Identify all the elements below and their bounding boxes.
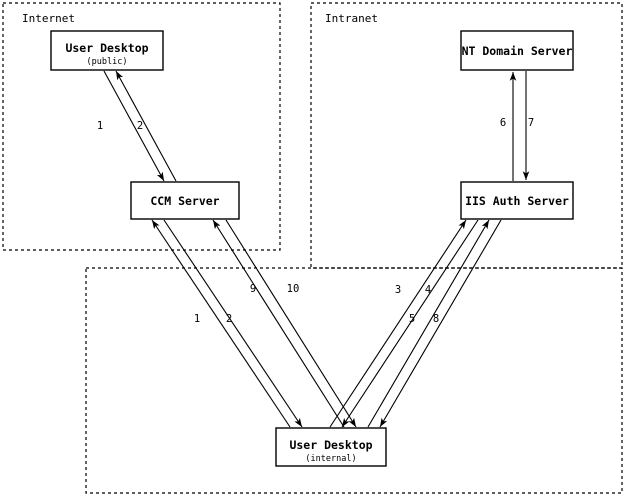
zone-intranet-label: Intranet — [325, 12, 378, 25]
step-label-9: 9 — [250, 283, 256, 295]
flow-line-5-internal-to-iis — [367, 219, 490, 428]
step-label-4: 4 — [425, 284, 431, 296]
node-user-desktop-internal-subtitle: (internal) — [305, 454, 356, 464]
node-user-desktop-public-box[interactable] — [50, 30, 164, 71]
zone-internal-border — [85, 267, 623, 494]
flow-line-2-ccm-to-internal — [163, 219, 303, 428]
step-label-2-internal: 2 — [226, 313, 232, 325]
flow-line-10-ccm-to-internal — [225, 219, 357, 428]
node-ccm-server-box[interactable] — [130, 181, 240, 220]
step-label-6: 6 — [500, 117, 506, 129]
zone-internal — [85, 267, 623, 494]
node-user-desktop-public-subtitle: (public) — [87, 57, 128, 67]
flow-line-1-internal-to-ccm — [151, 219, 291, 428]
step-label-7: 7 — [528, 117, 534, 129]
flow-line-9-internal-to-ccm — [212, 219, 345, 428]
step-label-5: 5 — [409, 313, 415, 325]
zone-internet: Internet — [2, 2, 281, 251]
node-user-desktop-public[interactable]: User Desktop (public) — [50, 30, 164, 71]
node-iis-auth-server-title: IIS Auth Server — [465, 194, 569, 208]
flow-line-8-iis-to-internal — [379, 219, 502, 428]
step-label-2-public: 2 — [137, 120, 143, 132]
node-iis-auth-server-box[interactable] — [460, 181, 574, 220]
step-label-1-internal: 1 — [194, 313, 200, 325]
node-ccm-server[interactable]: CCM Server — [130, 181, 240, 220]
node-nt-domain-server-title: NT Domain Server — [462, 44, 573, 58]
node-user-desktop-public-title: User Desktop — [65, 41, 148, 55]
flow-line-1-public-to-ccm — [103, 70, 165, 182]
node-user-desktop-internal[interactable]: User Desktop (internal) — [275, 427, 387, 467]
node-nt-domain-server[interactable]: NT Domain Server — [460, 30, 574, 71]
zone-intranet: Intranet — [310, 2, 623, 269]
step-label-1-public: 1 — [97, 120, 103, 132]
node-user-desktop-internal-title: User Desktop — [289, 438, 372, 452]
step-label-8: 8 — [433, 313, 439, 325]
flow-line-2-ccm-to-public — [115, 70, 177, 182]
node-iis-auth-server[interactable]: IIS Auth Server — [460, 181, 574, 220]
node-user-desktop-internal-box[interactable] — [275, 427, 387, 467]
flow-line-3-internal-to-iis — [329, 219, 467, 428]
node-nt-domain-server-box[interactable] — [460, 30, 574, 71]
zone-internet-label: Internet — [22, 12, 75, 25]
flow-line-4-iis-to-internal — [341, 219, 479, 428]
step-label-10: 10 — [287, 283, 300, 295]
node-ccm-server-title: CCM Server — [150, 194, 219, 208]
step-label-3: 3 — [395, 284, 401, 296]
zone-internet-border — [2, 2, 281, 251]
